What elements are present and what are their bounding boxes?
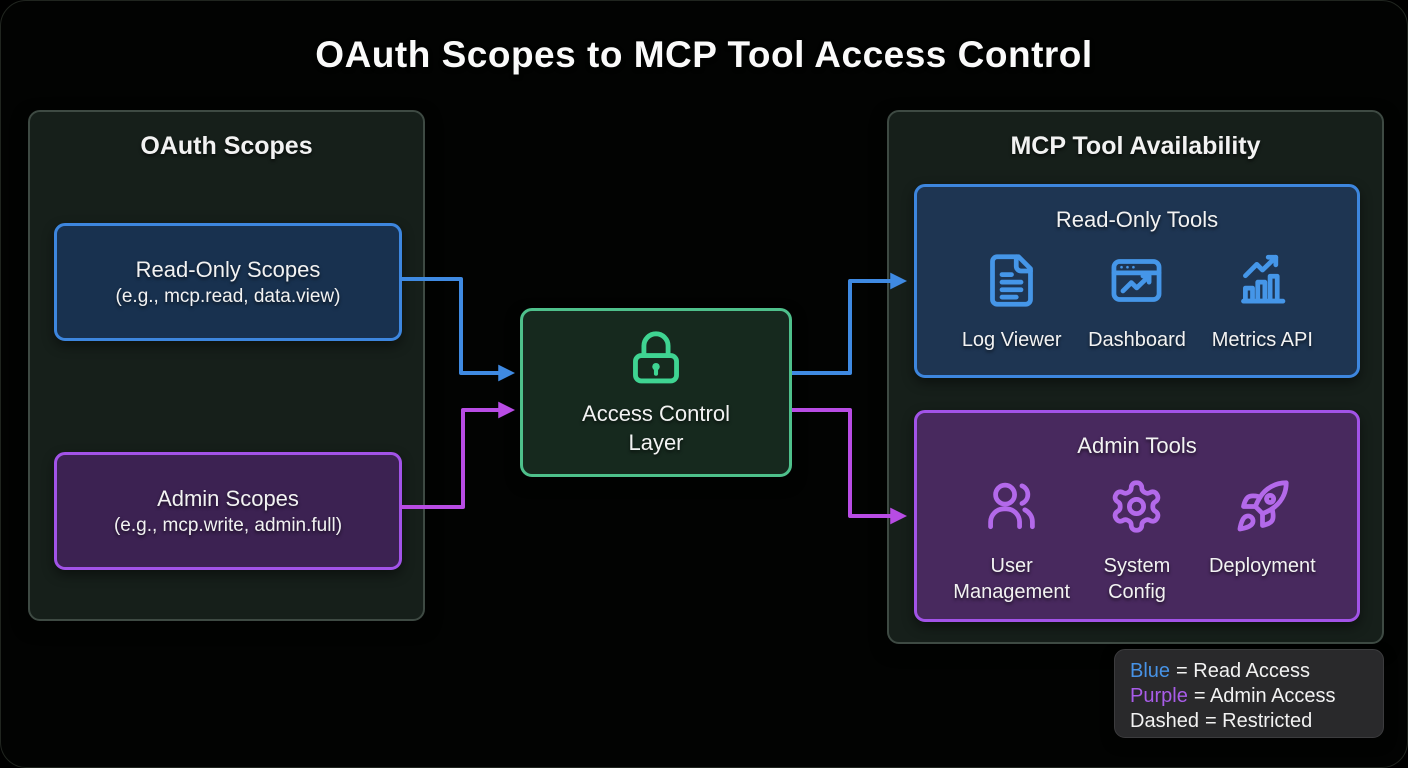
access-control-layer-label: Access Control Layer: [582, 400, 730, 455]
admin-scopes-examples: (e.g., mcp.write, admin.full): [113, 514, 343, 536]
read-only-tools-box: Read-Only Tools Log Viewer: [914, 184, 1360, 378]
read-only-scopes-examples: (e.g., mcp.read, data.view): [115, 285, 341, 307]
tool-log-viewer: Log Viewer: [949, 252, 1074, 353]
legend: Blue= Read Access Purple= Admin Access D…: [1114, 649, 1384, 738]
read-only-tools-row: Log Viewer Dashboar: [917, 252, 1357, 353]
read-only-tools-title: Read-Only Tools: [1055, 207, 1219, 232]
edge-acl-to-admin-tools: [792, 408, 908, 525]
rocket-icon: [1234, 478, 1291, 540]
tool-label: System Config: [1103, 555, 1171, 603]
read-only-scopes-label: Read-Only Scopes: [135, 256, 321, 282]
legend-key-dashed: Dashed: [1130, 710, 1199, 732]
oauth-scopes-panel: OAuth Scopes Read-Only Scopes (e.g., mcp…: [28, 110, 425, 621]
users-icon: [983, 478, 1040, 540]
tool-label: Log Viewer: [961, 329, 1062, 351]
admin-scopes-box: Admin Scopes (e.g., mcp.write, admin.ful…: [54, 452, 402, 570]
tool-user-management: User Management: [949, 478, 1074, 605]
tool-label: Deployment: [1208, 555, 1316, 577]
read-only-scopes-box: Read-Only Scopes (e.g., mcp.read, data.v…: [54, 223, 402, 341]
admin-tools-box: Admin Tools User Management: [914, 410, 1360, 622]
mcp-tool-availability-title: MCP Tool Availability: [1010, 132, 1261, 160]
gear-icon: [1108, 478, 1165, 540]
tool-deployment: Deployment: [1200, 478, 1325, 605]
tool-system-config: System Config: [1074, 478, 1199, 605]
diagram-title: OAuth Scopes to MCP Tool Access Control: [315, 34, 1093, 75]
access-control-layer-box: Access Control Layer: [520, 308, 792, 477]
legend-row-dashed: Dashed= Restricted: [1130, 710, 1313, 732]
document-icon: [983, 252, 1040, 314]
tool-dashboard: Dashboard: [1074, 252, 1199, 353]
tool-label: Metrics API: [1211, 329, 1313, 351]
tool-metrics-api: Metrics API: [1200, 252, 1325, 353]
tool-label: User Management: [953, 555, 1071, 603]
mcp-tool-availability-panel: MCP Tool Availability Read-Only Tools Lo…: [887, 110, 1384, 644]
dashboard-window-icon: [1108, 252, 1165, 314]
legend-row-read: Blue= Read Access: [1130, 660, 1310, 682]
edge-acl-to-read-tools: [792, 272, 908, 375]
bar-chart-trend-icon: [1234, 252, 1291, 314]
tool-label: Dashboard: [1088, 329, 1186, 351]
lock-icon: [627, 329, 685, 392]
admin-tools-row: User Management System Config: [917, 478, 1357, 605]
legend-key-purple: Purple: [1130, 685, 1188, 707]
admin-tools-title: Admin Tools: [1077, 433, 1197, 458]
oauth-scopes-panel-title: OAuth Scopes: [140, 132, 313, 160]
legend-row-admin: Purple= Admin Access: [1130, 685, 1336, 707]
admin-scopes-label: Admin Scopes: [157, 485, 299, 511]
legend-key-blue: Blue: [1130, 660, 1171, 682]
